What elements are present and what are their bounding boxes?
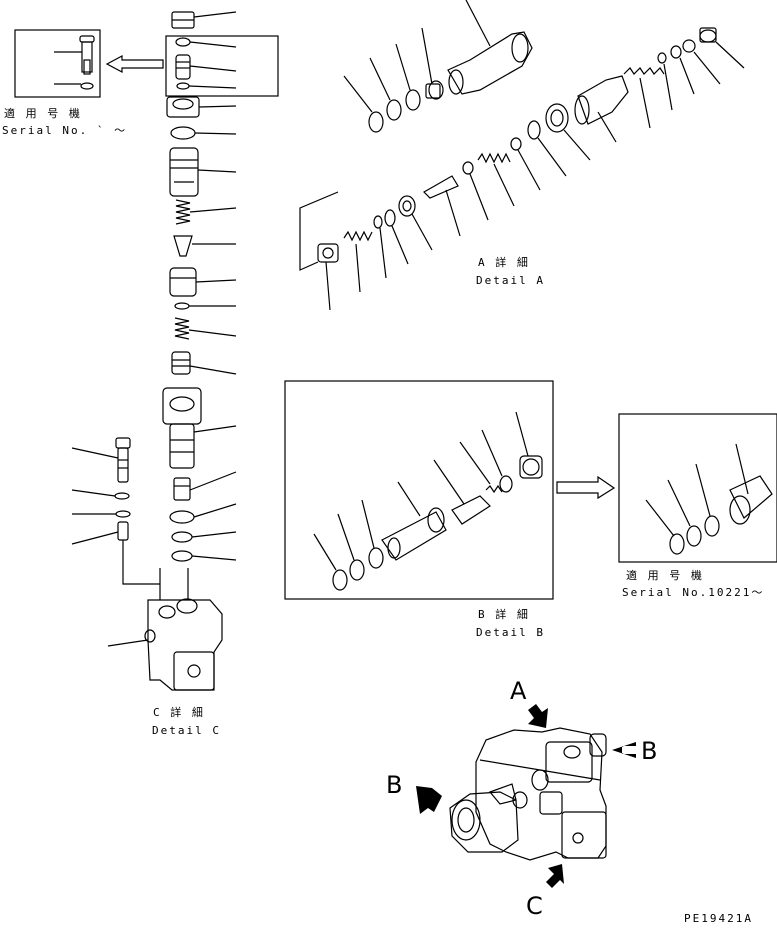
arrow-right-icon — [556, 475, 616, 500]
detail-c-jp-label: C 詳 細 — [153, 706, 205, 719]
callout-box-left — [165, 35, 279, 97]
detail-a-jp-label: A 詳 細 — [478, 256, 530, 269]
arrow-c-icon — [546, 864, 564, 888]
detail-c-stack — [159, 11, 237, 600]
detail-b-jp-label: B 詳 細 — [478, 608, 530, 621]
serial-left-label: Serial No. ` ～ — [2, 124, 128, 137]
detail-b-box — [284, 380, 554, 600]
detail-c-label: Detail C — [152, 724, 221, 737]
detail-b-parts — [313, 411, 543, 591]
callout-b-left: B — [386, 771, 403, 799]
detail-a-label: Detail A — [476, 274, 545, 287]
serial-right-label: Serial No.10221～ — [622, 586, 765, 599]
serial-inset-right-parts — [645, 443, 773, 555]
serial-inset-left — [14, 29, 101, 98]
callout-c: C — [526, 892, 543, 920]
arrow-a-icon — [528, 704, 548, 728]
detail-c-side-parts — [71, 437, 160, 585]
arrow-left-icon — [105, 55, 164, 73]
detail-a-parts — [299, 0, 745, 311]
detail-c-housing — [107, 598, 223, 691]
callout-b-right: B — [641, 737, 658, 765]
callout-a: A — [510, 677, 527, 705]
detail-b-label: Detail B — [476, 626, 545, 639]
serial-right-jp-label: 適 用 号 機 — [626, 569, 704, 582]
serial-left-jp-label: 適 用 号 機 — [4, 107, 82, 120]
serial-inset-right-box — [618, 413, 777, 563]
arrow-b-right-icon — [612, 742, 636, 758]
valve-assembly — [449, 727, 607, 861]
figure-code: PE19421A — [684, 912, 753, 925]
arrow-b-left-icon — [416, 786, 442, 814]
